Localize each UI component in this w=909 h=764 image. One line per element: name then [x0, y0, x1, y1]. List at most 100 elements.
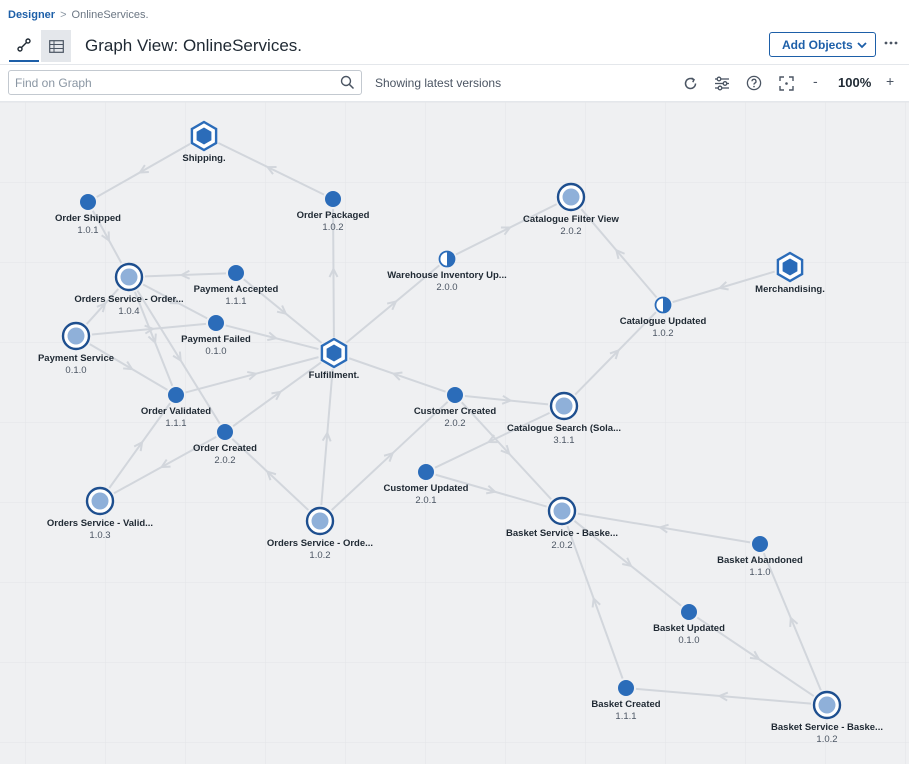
- node-label: Basket Service - Baske...: [771, 722, 883, 733]
- graph-node-orders-service-104[interactable]: Orders Service - Order...1.0.4: [74, 262, 184, 317]
- add-objects-button[interactable]: Add Objects: [769, 32, 876, 57]
- graph-edge: [348, 357, 446, 393]
- node-label: Fulfillment.: [309, 370, 360, 381]
- sliders-icon: [715, 76, 729, 90]
- graph-edge: [85, 288, 120, 325]
- service-core: [555, 397, 573, 415]
- half-event-fill: [447, 251, 455, 267]
- graph-edge: [89, 343, 168, 391]
- service-core: [120, 268, 138, 286]
- graph-edge: [232, 361, 322, 427]
- graph-node-basket-service-202[interactable]: Basket Service - Baske...2.0.2: [506, 496, 618, 551]
- graph-node-catalogue-search[interactable]: Catalogue Search (Sola...3.1.1: [507, 391, 621, 446]
- page-title: Graph View: OnlineServices.: [85, 36, 303, 55]
- graph-edge: [580, 208, 658, 299]
- service-core: [562, 188, 580, 206]
- help-button[interactable]: [745, 74, 763, 92]
- node-label: Shipping.: [182, 153, 225, 164]
- graph-edge: [573, 520, 682, 607]
- tab-table-view[interactable]: [41, 30, 71, 62]
- node-version: 1.0.1: [77, 225, 98, 236]
- graph-edge: [696, 616, 815, 697]
- node-label: Merchandising.: [755, 284, 825, 295]
- domain-core: [782, 258, 798, 276]
- graph-edge: [328, 208, 339, 338]
- node-label: Order Validated: [141, 406, 211, 417]
- node-label: Order Created: [193, 443, 257, 454]
- zoom-in-button[interactable]: +: [886, 73, 895, 89]
- graph-edge: [464, 394, 549, 406]
- node-label: Payment Service: [38, 353, 114, 364]
- event-icon: [618, 680, 634, 696]
- graph-edge: [113, 435, 217, 495]
- more-options-button[interactable]: [883, 34, 903, 54]
- graph-node-orders-service-valid[interactable]: Orders Service - Valid...1.0.3: [47, 486, 153, 541]
- graph-edge: [231, 438, 310, 511]
- graph-edge: [577, 512, 751, 544]
- node-label: Catalogue Updated: [620, 316, 707, 327]
- graph-node-orders-service-102[interactable]: Orders Service - Orde...1.0.2: [267, 506, 373, 561]
- event-icon: [447, 387, 463, 403]
- fit-to-screen-button[interactable]: [777, 74, 795, 92]
- node-version: 3.1.1: [553, 435, 574, 446]
- graph-node-shipping[interactable]: Shipping.: [182, 120, 226, 164]
- node-label: Warehouse Inventory Up...: [387, 270, 506, 281]
- node-version: 1.1.0: [749, 567, 770, 578]
- node-label: Basket Service - Baske...: [506, 528, 618, 539]
- search-icon[interactable]: [340, 75, 355, 90]
- graph-edge: [142, 283, 208, 320]
- breadcrumb-current: OnlineServices.: [71, 9, 149, 21]
- zoom-out-button[interactable]: -: [813, 73, 818, 89]
- node-label: Orders Service - Valid...: [47, 518, 153, 529]
- graph-edge: [243, 278, 323, 344]
- graph-view-icon: [17, 38, 31, 52]
- node-version: 2.0.2: [214, 455, 235, 466]
- table-view-icon: [48, 39, 64, 53]
- more-icon: [884, 41, 898, 45]
- event-icon: [217, 424, 233, 440]
- node-label: Order Shipped: [55, 213, 121, 224]
- tab-graph-view[interactable]: [9, 30, 39, 62]
- node-version: 2.0.2: [560, 226, 581, 237]
- filter-settings-button[interactable]: [713, 74, 731, 92]
- find-on-graph-input[interactable]: [8, 70, 362, 95]
- version-status: Showing latest versions: [375, 76, 502, 90]
- refresh-button[interactable]: [681, 74, 699, 92]
- graph-node-merchandising[interactable]: Merchandising.: [755, 251, 825, 295]
- node-version: 0.1.0: [678, 635, 699, 646]
- graph-edge: [762, 552, 822, 691]
- graph-grid: [0, 102, 909, 764]
- half-event-fill: [663, 297, 671, 313]
- graph-edge: [434, 412, 550, 469]
- graph-node-fulfillment[interactable]: Fulfillment.: [309, 337, 360, 381]
- node-version: 2.0.0: [436, 282, 457, 293]
- node-version: 2.0.2: [551, 540, 572, 551]
- node-version: 1.1.1: [225, 296, 246, 307]
- event-icon: [80, 194, 96, 210]
- node-label: Payment Accepted: [194, 284, 279, 295]
- graph-edge: [96, 143, 191, 198]
- breadcrumb-designer-link[interactable]: Designer: [8, 9, 56, 21]
- edges-layer: [85, 142, 822, 705]
- node-version: 1.0.3: [89, 530, 110, 541]
- graph-node-basket-service-102[interactable]: Basket Service - Baske...1.0.2: [771, 690, 883, 745]
- node-version: 2.0.2: [444, 418, 465, 429]
- graph-node-warehouse-inventory[interactable]: Warehouse Inventory Up...2.0.0: [387, 250, 507, 294]
